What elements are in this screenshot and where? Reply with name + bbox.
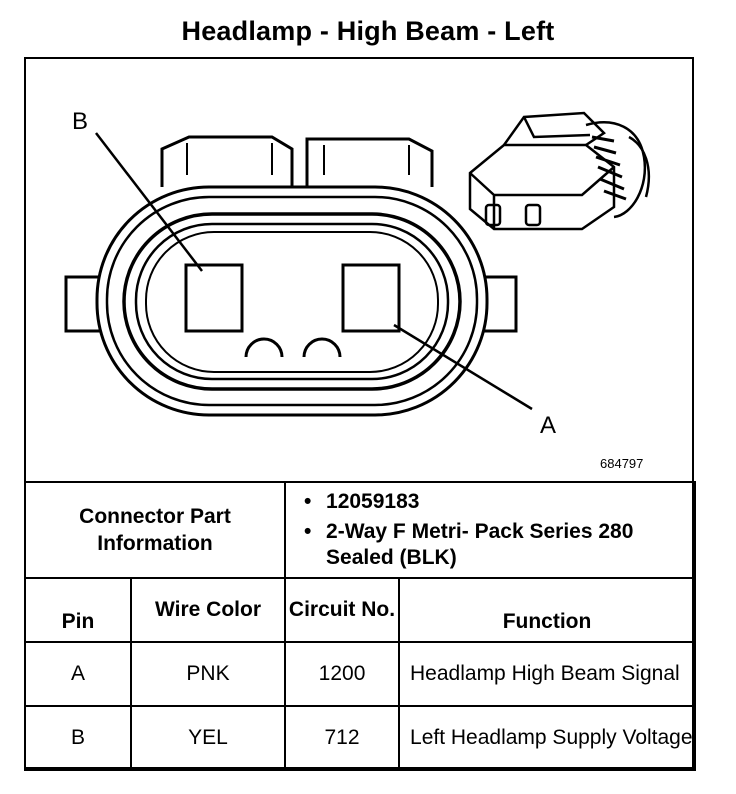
table-row: B YEL 712 Left Headlamp Supply Voltage [24,705,697,771]
connector-diagram: B A [24,57,694,482]
key-bump-right [302,337,342,358]
table-row: A PNK 1200 Headlamp High Beam Signal [24,641,697,707]
terminal-a-cavity [341,263,401,333]
housing-outer [95,185,489,417]
latch-left [160,135,294,187]
row-circuit: 712 [284,705,401,771]
header-pin: Pin [24,577,132,643]
terminal-b-cavity [184,263,244,333]
connector-part-info-label: Connector Part Information [23,481,287,579]
header-wire-color: Wire Color [129,577,287,643]
connector-info-row: Connector Part Information 12059183 2-Wa… [23,481,697,579]
pin-label-a: A [540,412,556,439]
connector-perspective-illustration [468,111,651,231]
row-wire-color: PNK [129,641,287,707]
pin-label-b: B [72,108,88,135]
connector-part-info: 12059183 2-Way F Metri- Pack Series 280 … [284,481,697,579]
latch-right [305,137,434,187]
leader-line-a [393,323,533,411]
key-bump-left [244,337,284,358]
row-circuit: 1200 [284,641,401,707]
row-pin: A [24,641,132,707]
table-header-row: Pin Wire Color Circuit No. Function [24,577,697,643]
header-circuit: Circuit No. [284,577,401,643]
row-wire-color: YEL [129,705,287,771]
connector-face-drawing: B A [64,108,651,439]
page-title: Headlamp - High Beam - Left [181,16,555,46]
part-number: 12059183 [304,489,694,515]
header-function: Function [398,577,697,643]
row-function: Headlamp High Beam Signal [398,641,697,707]
connector-label-text: Connector Part Information [79,505,231,555]
row-function: Left Headlamp Supply Voltage [398,705,697,771]
row-pin: B [24,705,132,771]
connector-pinout-table: Connector Part Information 12059183 2-Wa… [23,481,697,771]
connector-description: 2-Way F Metri- Pack Series 280 Sealed (B… [304,519,694,571]
diagram-reference-number: 684797 [600,456,644,471]
leader-line-b [95,132,203,272]
